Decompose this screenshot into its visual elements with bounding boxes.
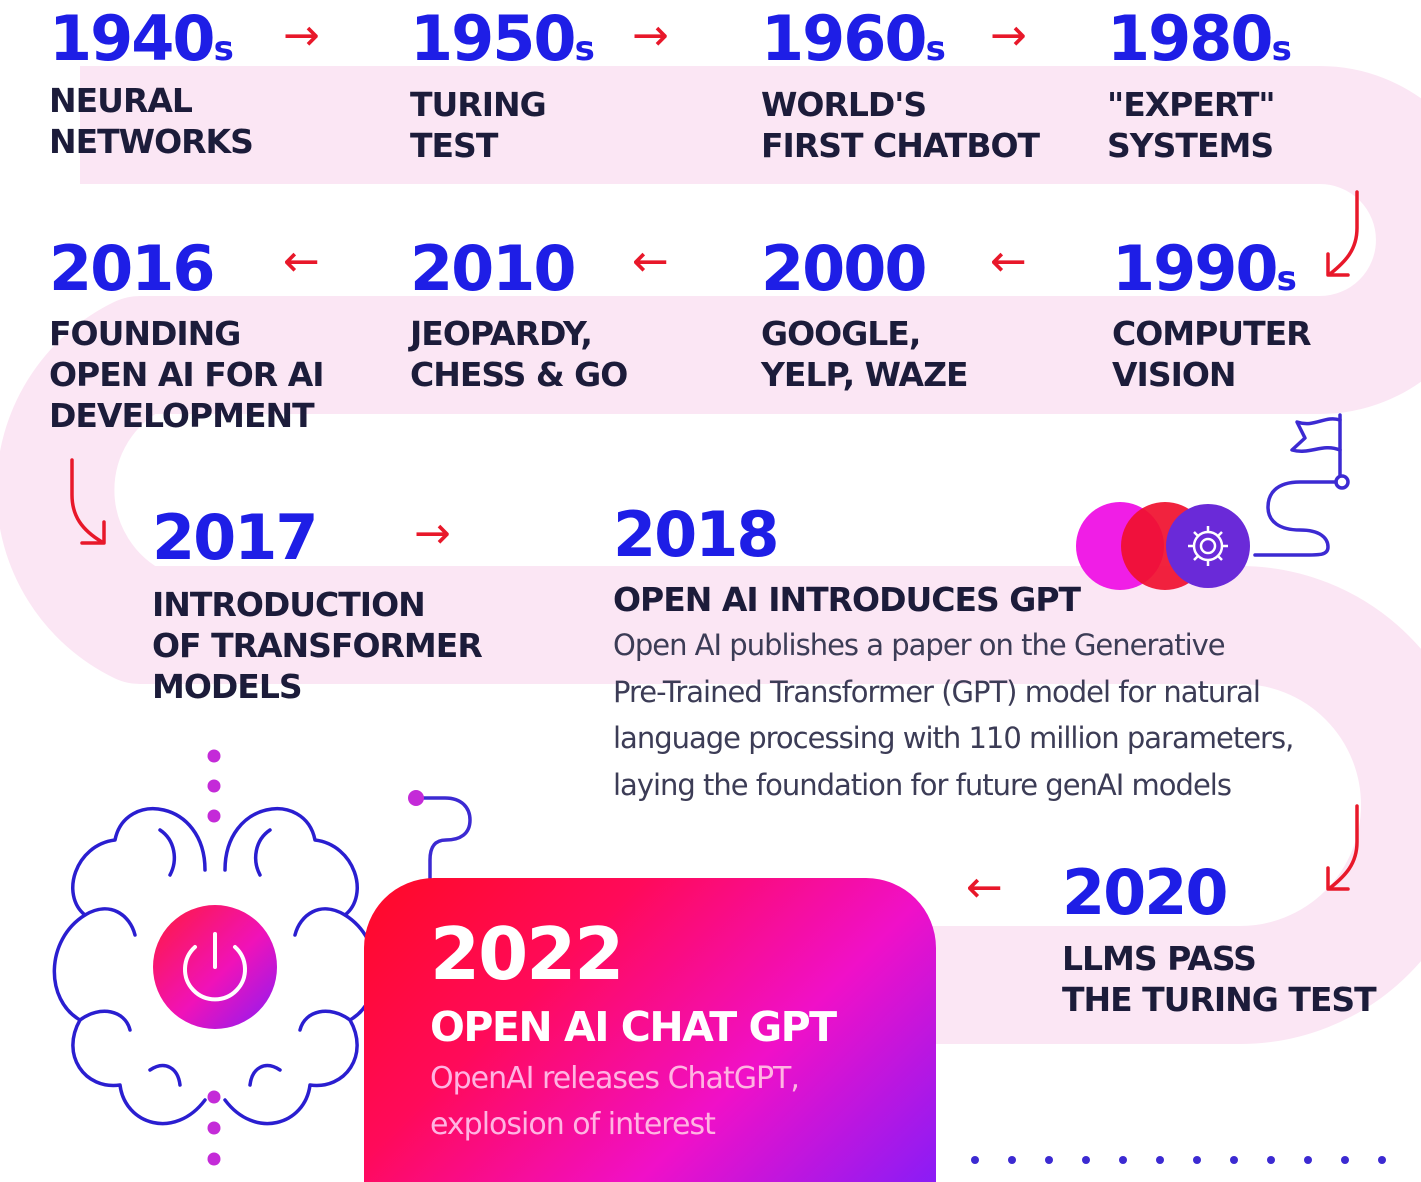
highlight-title: OPEN AI CHAT GPT — [430, 1003, 837, 1051]
milestone-label-2010: JEOPARDY,CHESS & GO — [410, 314, 628, 394]
year-1990s: 1990s — [1112, 232, 1297, 305]
year-2017: 2017 — [152, 501, 319, 574]
arrow-icon: ← — [283, 236, 320, 287]
arrow-icon — [1326, 190, 1359, 277]
power-icon — [153, 905, 277, 1029]
arrow-icon — [70, 458, 106, 545]
year-2000: 2000 — [761, 232, 928, 305]
arrow-icon — [1326, 804, 1359, 891]
flag-icon — [1253, 413, 1350, 557]
year-2018: 2018 — [613, 498, 780, 571]
dotted-line — [207, 749, 221, 1166]
arrow-icon: ← — [966, 862, 1003, 913]
year-1980s: 1980s — [1107, 2, 1292, 75]
year-2020: 2020 — [1062, 856, 1229, 929]
milestone-label-2000: GOOGLE,YELP, WAZE — [761, 314, 969, 394]
highlight-year: 2022 — [430, 912, 624, 996]
arrow-icon: → — [414, 508, 451, 559]
year-1950s: 1950s — [410, 2, 595, 75]
milestone-label-2018: OPEN AI INTRODUCES GPT — [613, 580, 1081, 619]
timeline-path — [0, 66, 1421, 1044]
arrow-icon: → — [990, 10, 1027, 61]
connector-line — [408, 790, 472, 892]
highlight-card — [364, 878, 936, 1182]
arrow-icon: → — [632, 10, 669, 61]
milestone-description-2018: Open AI publishes a paper on the Generat… — [613, 628, 1294, 802]
milestone-label-1980s: "EXPERT"SYSTEMS — [1107, 85, 1276, 165]
arrow-icon: ← — [632, 236, 669, 287]
arrow-icon: ← — [990, 236, 1027, 287]
year-2016: 2016 — [49, 232, 216, 305]
year-2010: 2010 — [410, 232, 577, 305]
arrow-icon: → — [283, 10, 320, 61]
year-1940s: 1940s — [49, 2, 234, 75]
year-1960s: 1960s — [761, 2, 946, 75]
dotted-line — [971, 1156, 1386, 1164]
gear-icon — [1076, 502, 1250, 590]
highlight-description: OpenAI releases ChatGPT, explosion of in… — [430, 1061, 800, 1142]
